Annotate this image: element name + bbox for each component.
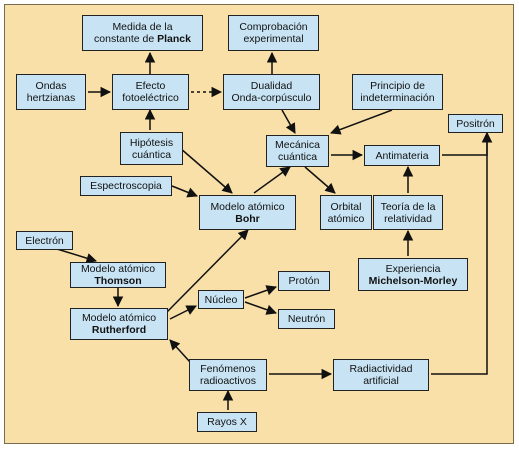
- node-label: relatividad: [384, 212, 432, 225]
- node-label: Positrón: [456, 117, 495, 130]
- node-label: Rayos X: [207, 416, 247, 428]
- node-label-bold: Rutherford: [91, 324, 147, 336]
- node-label: artificial: [363, 375, 399, 387]
- node-nucleo: Núcleo: [198, 290, 244, 309]
- arrow-antimateria-to-positron: [442, 131, 493, 156]
- node-label: Efecto: [135, 80, 166, 92]
- arrow-rutherford-to-nucleo: [169, 305, 197, 320]
- node-label: Protón: [288, 275, 320, 287]
- node-label: Antimateria: [375, 149, 429, 162]
- node-proton: Protón: [278, 271, 330, 291]
- node-label: Núcleo: [204, 293, 238, 306]
- node-comprobacion-experimental: Comprobación experimental: [228, 15, 319, 51]
- node-label: Modelo atómico: [210, 200, 285, 213]
- node-positron: Positrón: [448, 114, 503, 133]
- node-medida-planck: Medida de la constante de Planck: [82, 15, 203, 51]
- node-teoria-relatividad: Teoría de la relatividad: [373, 195, 443, 230]
- node-label: cuántica: [277, 151, 318, 163]
- node-hipotesis-cuantica: Hipótesis cuántica: [120, 132, 183, 165]
- arrow-nucleo-to-proton: [244, 285, 277, 299]
- node-label: Electrón: [25, 234, 64, 247]
- node-electron: Electrón: [16, 231, 73, 250]
- arrow-electron-to-thomson: [56, 248, 98, 264]
- node-label: hertzianas: [26, 92, 76, 104]
- node-label: atómico: [327, 212, 365, 225]
- node-orbital-atomico: Orbital atómico: [320, 195, 372, 230]
- node-label: Radiactividad: [349, 363, 413, 375]
- arrow-principio-to-mecanica: [330, 109, 393, 135]
- node-modelo-rutherford: Modelo atómico Rutherford: [70, 308, 168, 340]
- node-label: Neutrón: [287, 313, 326, 325]
- arrow-bohr-to-mecanica: [253, 166, 291, 194]
- node-modelo-thomson: Modelo atómico Thomson: [70, 262, 166, 288]
- node-fenomenos-radioactivos: Fenómenos radioactivos: [189, 359, 267, 391]
- node-label: constante de: [94, 33, 158, 45]
- node-label: experimental: [243, 33, 304, 45]
- node-label: Modelo atómico: [80, 263, 156, 275]
- node-rayos-x: Rayos X: [197, 412, 257, 432]
- node-label: Teoría de la: [380, 200, 436, 213]
- node-label: Medida de la: [112, 21, 173, 33]
- node-label-bold: Michelson-Morley: [368, 274, 458, 287]
- node-efecto-fotoelectrico: Efecto fotoeléctrico: [112, 74, 189, 110]
- node-label-bold: Bohr: [235, 212, 260, 225]
- node-label: Modelo atómico: [81, 312, 157, 324]
- arrow-dualidad-to-mecanica: [281, 109, 296, 134]
- node-ondas-hertzianas: Ondas hertzianas: [16, 74, 86, 110]
- node-label: cuántica: [131, 148, 172, 161]
- node-espectroscopia: Espectroscopia: [80, 176, 172, 196]
- node-label: indeterminación: [360, 92, 435, 104]
- node-label: Principio de: [370, 80, 425, 92]
- node-label: fotoeléctrico: [122, 92, 179, 104]
- node-label: Comprobación: [239, 21, 308, 33]
- node-label: Dualidad: [250, 80, 293, 92]
- node-mecanica-cuantica: Mecánica cuántica: [266, 135, 329, 167]
- arrow-espectroscopia-to-bohr: [171, 185, 198, 198]
- node-label: Ondas: [35, 80, 67, 92]
- arrow-mecanica-to-orbital: [304, 166, 336, 194]
- node-label: Experiencia: [385, 262, 441, 275]
- arrow-nucleo-to-neutron: [244, 301, 277, 315]
- node-experiencia-michelson-morley: Experiencia Michelson-Morley: [358, 258, 468, 291]
- node-label-bold: Thomson: [94, 275, 142, 287]
- node-label: Orbital: [330, 200, 362, 213]
- node-label: radioactivos: [199, 375, 257, 387]
- arrow-radiactividad-to-positron: [431, 131, 493, 375]
- node-neutron: Neutrón: [278, 309, 335, 329]
- arrow-hipotesis-to-bohr: [179, 147, 233, 194]
- node-label: Espectroscopia: [90, 180, 162, 192]
- node-label: Onda-corpúsculo: [231, 92, 312, 104]
- node-label-bold: Planck: [157, 33, 191, 45]
- node-modelo-bohr: Modelo atómico Bohr: [199, 195, 296, 230]
- node-label: Fenómenos: [200, 363, 256, 375]
- arrow-rutherford-to-bohr: [166, 229, 249, 313]
- node-label: Mecánica: [275, 139, 320, 151]
- node-antimateria: Antimateria: [364, 145, 440, 166]
- arrow-fenomenos-to-rutherford: [169, 339, 191, 363]
- node-label: Hipótesis: [129, 136, 174, 149]
- node-principio-indeterminacion: Principio de indeterminación: [352, 74, 443, 110]
- node-dualidad-onda-corpusculo: Dualidad Onda-corpúsculo: [223, 74, 320, 110]
- node-radiactividad-artificial: Radiactividad artificial: [333, 359, 429, 391]
